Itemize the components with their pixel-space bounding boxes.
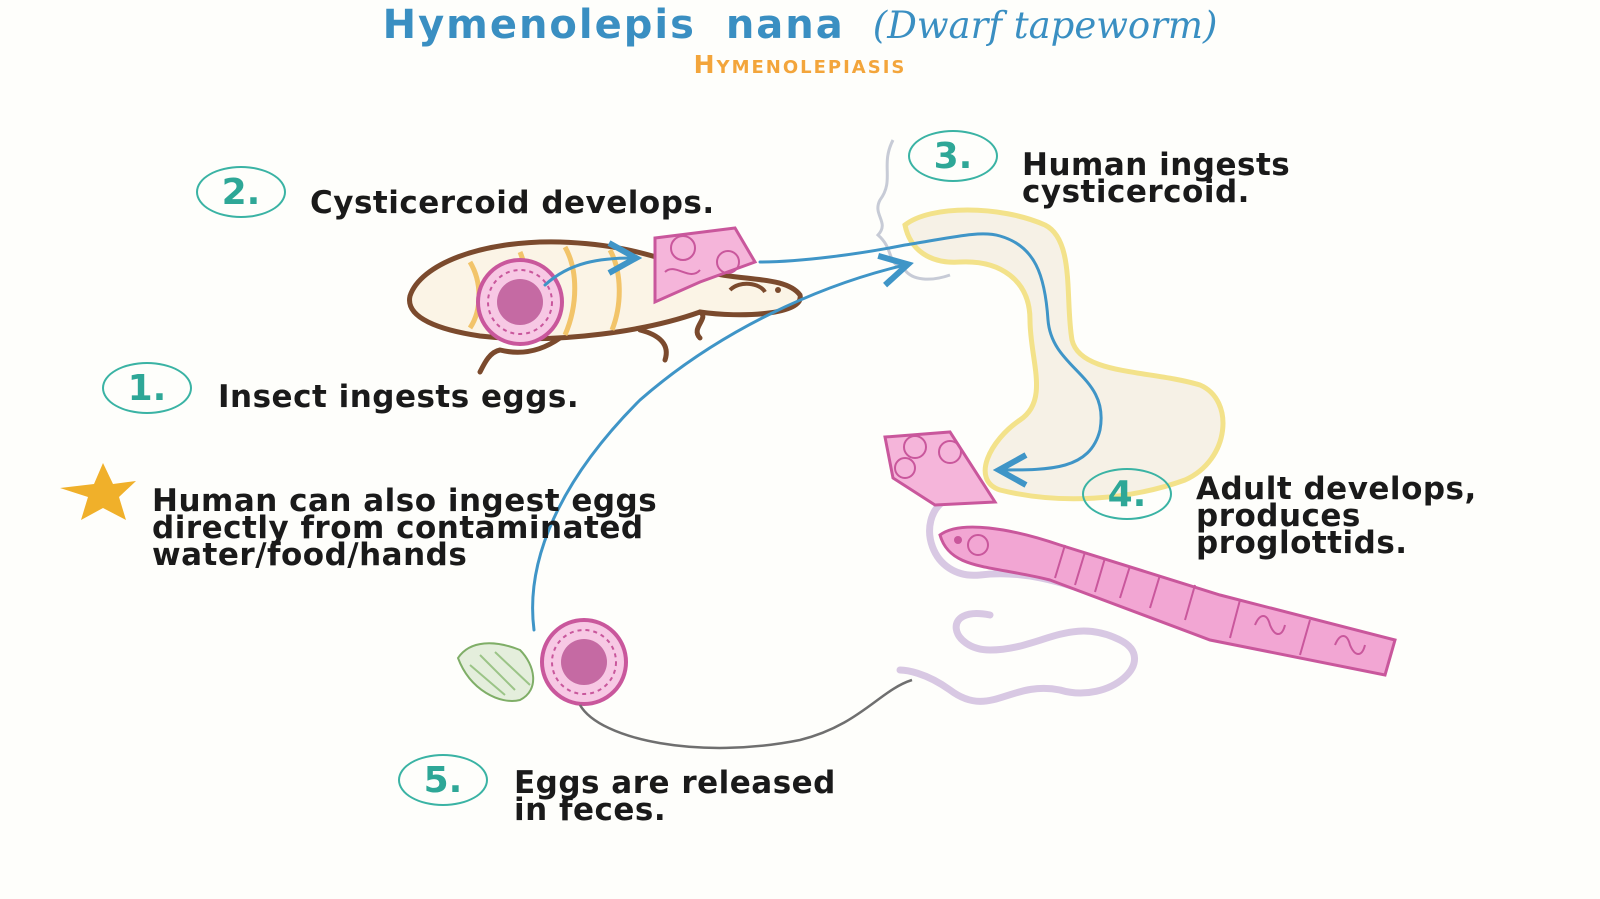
disease-name: Hymenolepiasis — [693, 50, 907, 79]
step-4-line-2: produces — [1196, 498, 1361, 534]
step-badge-3: 3. — [908, 130, 998, 182]
feces-path — [578, 678, 913, 750]
step-badge-5: 5. — [398, 754, 488, 806]
step-label-4: Adult develops, produces proglottids. — [1196, 471, 1477, 561]
step-5-line-2: in feces. — [514, 792, 667, 828]
common-name: (Dwarf tapeworm) — [872, 4, 1218, 47]
step-2-text: Cysticercoid develops. — [310, 185, 715, 221]
adult-tapeworm — [883, 430, 1397, 677]
intestine-outline — [896, 496, 1138, 705]
cycle-arrows — [531, 232, 1103, 632]
step-badge-2: 2. — [196, 166, 286, 218]
direct-ingestion-note: Human can also ingest eggs directly from… — [152, 483, 658, 573]
step-label-3: Human ingests cysticercoid. — [1022, 147, 1291, 210]
step-5-line-1: Eggs are released — [514, 765, 836, 801]
step-3-line-2: cysticercoid. — [1022, 174, 1250, 210]
step-4-line-1: Adult develops, — [1196, 471, 1477, 507]
step-badge-4: 4. — [1082, 468, 1172, 520]
step-label-1: Insect ingests eggs. — [218, 379, 580, 415]
step-3-line-1: Human ingests — [1022, 147, 1291, 183]
step-badge-1: 1. — [102, 362, 192, 414]
note-line-1: Human can also ingest eggs — [152, 483, 658, 519]
scientific-name: Hymenolepis nana — [382, 2, 845, 48]
step-label-2: Cysticercoid develops. — [310, 185, 715, 221]
step-1-text: Insect ingests eggs. — [218, 379, 580, 415]
cysticercoid-larva — [653, 226, 758, 305]
egg-in-insect — [476, 258, 564, 346]
note-line-3: water/food/hands — [152, 537, 468, 573]
egg-in-feces — [456, 618, 628, 706]
step-label-5: Eggs are released in feces. — [514, 765, 836, 828]
step-4-line-3: proglottids. — [1196, 525, 1408, 561]
note-line-2: directly from contaminated — [152, 510, 644, 546]
star-icon — [60, 463, 136, 520]
diagram-title: Hymenolepis nana (Dwarf tapeworm) — [0, 2, 1600, 48]
